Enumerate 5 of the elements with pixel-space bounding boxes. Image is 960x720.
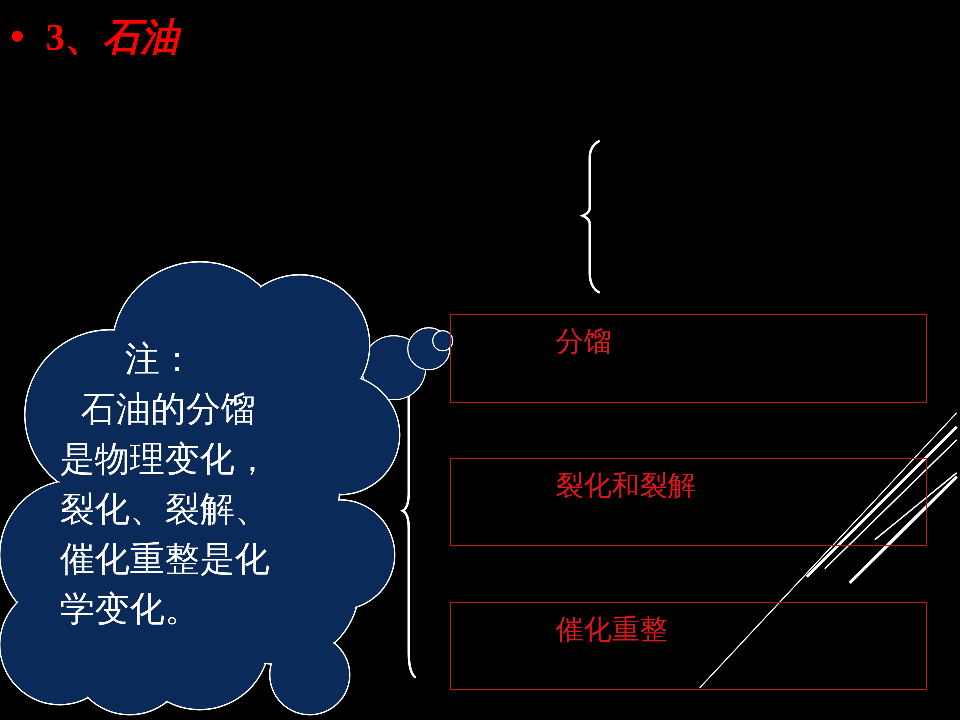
process-box: 裂化和裂解 <box>450 458 927 546</box>
process-box: 分馏 <box>450 314 927 403</box>
note-heading: 注： <box>124 339 196 382</box>
process-box: 催化重整 <box>450 602 927 690</box>
note-text: 石油的分馏是物理变化，裂化、裂解、催化重整是化学变化。 <box>60 389 271 632</box>
